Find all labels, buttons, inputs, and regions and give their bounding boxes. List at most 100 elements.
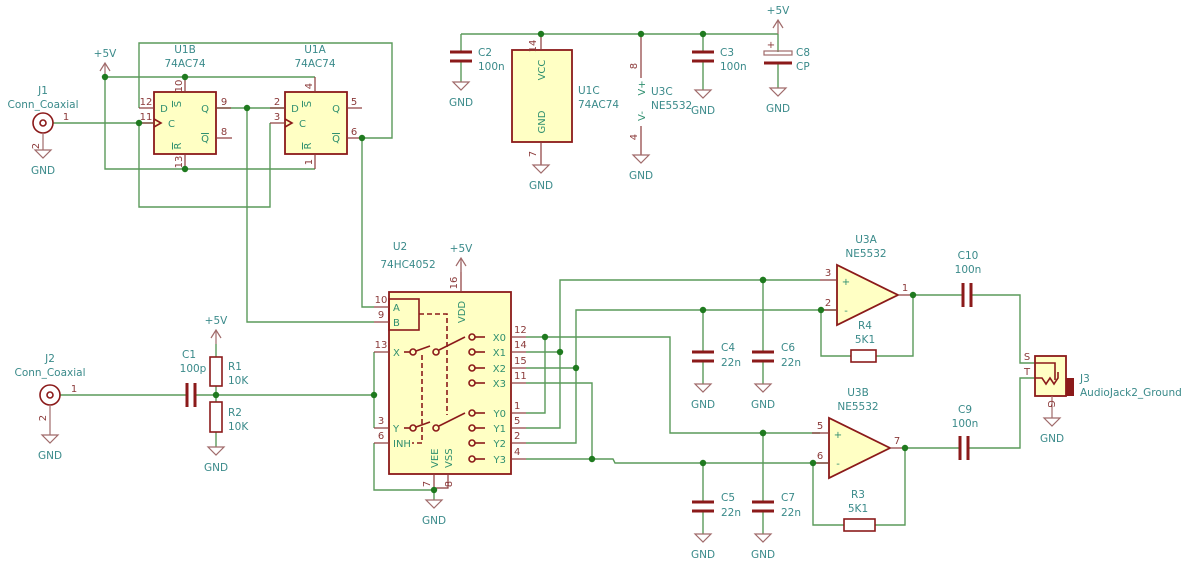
label: 13	[375, 340, 388, 351]
junction-dot	[181, 73, 189, 81]
label: 1	[71, 384, 77, 395]
label: VEE	[430, 449, 441, 468]
label: U3C	[651, 86, 673, 98]
ground-symbol	[693, 383, 713, 393]
label: R	[173, 142, 184, 149]
label: 74HC4052	[380, 259, 435, 271]
label: 74AC74	[164, 58, 205, 70]
label: CP	[796, 61, 810, 73]
label: C	[168, 119, 175, 130]
wire	[971, 294, 1035, 364]
symbols	[32, 18, 1074, 543]
junction-dot	[572, 364, 580, 372]
label: NE5532	[651, 100, 692, 112]
switch-arm	[415, 421, 431, 428]
junction-dot	[901, 444, 909, 452]
label: 74AC74	[578, 99, 619, 111]
label: 100n	[720, 61, 747, 73]
ground-symbol	[424, 499, 444, 509]
u3a-opamp-body	[836, 263, 901, 327]
label: VCC	[537, 60, 548, 81]
junction-dot	[212, 391, 220, 399]
label: 22n	[721, 357, 741, 369]
label: R1	[228, 361, 242, 373]
label: VDD	[457, 301, 468, 324]
label: S	[1024, 352, 1030, 363]
label: T	[1023, 367, 1031, 378]
label: C5	[721, 492, 735, 504]
wire	[526, 458, 829, 464]
label: S	[303, 101, 314, 107]
wire	[876, 295, 914, 357]
label: 1	[63, 112, 69, 123]
ground-label: GND	[751, 549, 775, 561]
label: -	[836, 459, 840, 470]
label: J3	[1079, 373, 1090, 385]
label: NE5532	[837, 401, 878, 413]
ground-label: GND	[691, 549, 715, 561]
label: 6	[817, 451, 823, 462]
junction-dot	[699, 30, 707, 38]
junction-dot	[588, 455, 596, 463]
label: 7	[422, 481, 433, 487]
label: R	[303, 142, 314, 149]
label: Q	[332, 104, 340, 115]
label: 2	[38, 415, 49, 421]
wire	[104, 77, 315, 170]
wire	[361, 138, 374, 308]
label: U1C	[578, 85, 600, 97]
label: 100p	[180, 363, 207, 375]
label: 7	[528, 151, 539, 157]
junction-dot	[637, 30, 645, 38]
ground-symbol	[753, 383, 773, 393]
ground-symbol	[451, 81, 471, 91]
label: V-	[637, 111, 648, 121]
junction-dot	[430, 486, 438, 494]
ground-label: GND	[38, 450, 62, 462]
r4-body	[850, 349, 877, 363]
label: 11	[140, 112, 153, 123]
wire	[138, 123, 271, 208]
label: J1	[37, 85, 48, 97]
label: Conn_Coaxial	[15, 367, 86, 379]
label: 3	[274, 112, 280, 123]
label: 8	[629, 63, 640, 69]
u1b-body	[153, 91, 217, 155]
u1c-body	[511, 49, 573, 143]
r1-body	[209, 356, 223, 387]
label: C3	[720, 47, 734, 59]
ground-symbol	[768, 87, 788, 97]
ground-label: GND	[204, 462, 228, 474]
switch-arm	[415, 345, 431, 352]
label: 11	[514, 371, 527, 382]
label: R3	[851, 489, 865, 501]
label: 5K1	[848, 503, 868, 515]
j3-body	[1034, 355, 1067, 397]
c8-plate-positive	[763, 50, 793, 56]
ground-label: GND	[529, 180, 553, 192]
label: 5	[817, 421, 823, 432]
u1a-body	[284, 91, 348, 155]
label: 12	[514, 325, 527, 336]
label: NE5532	[845, 248, 886, 260]
label: S	[173, 101, 184, 107]
label: 4	[514, 447, 520, 458]
junction-dot	[370, 391, 378, 399]
ground-symbol	[531, 164, 551, 174]
ground-label: GND	[31, 165, 55, 177]
label: 13	[174, 156, 185, 169]
inhibit-link	[412, 355, 423, 444]
power-label: +5V	[94, 48, 117, 60]
ground-label: GND	[449, 97, 473, 109]
label: C2	[478, 47, 492, 59]
junction-dot	[243, 104, 251, 112]
label: 14	[514, 340, 527, 351]
ground-label: GND	[751, 399, 775, 411]
r2-body	[209, 401, 223, 433]
label: +	[834, 430, 842, 441]
j3-plug-tab	[1066, 378, 1074, 396]
junction-dot	[358, 134, 366, 142]
label: 10	[375, 295, 388, 306]
ground-label: GND	[629, 170, 653, 182]
